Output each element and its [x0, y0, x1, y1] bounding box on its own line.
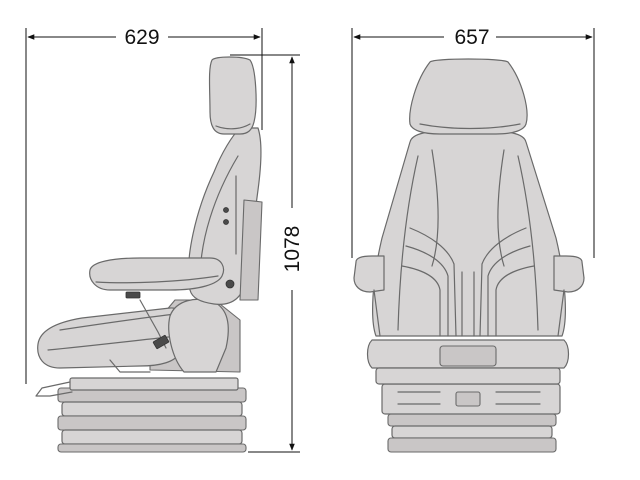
seat-side-view — [35, 56, 263, 453]
depth-label: 629 — [124, 26, 159, 49]
height-label: 1078 — [281, 226, 304, 273]
width-label: 657 — [454, 26, 489, 49]
height-dimension: 1078 — [230, 54, 304, 453]
depth-dimension: 629 — [25, 26, 263, 384]
width-dimension: 657 — [351, 26, 595, 258]
seat-front-view — [353, 58, 585, 453]
